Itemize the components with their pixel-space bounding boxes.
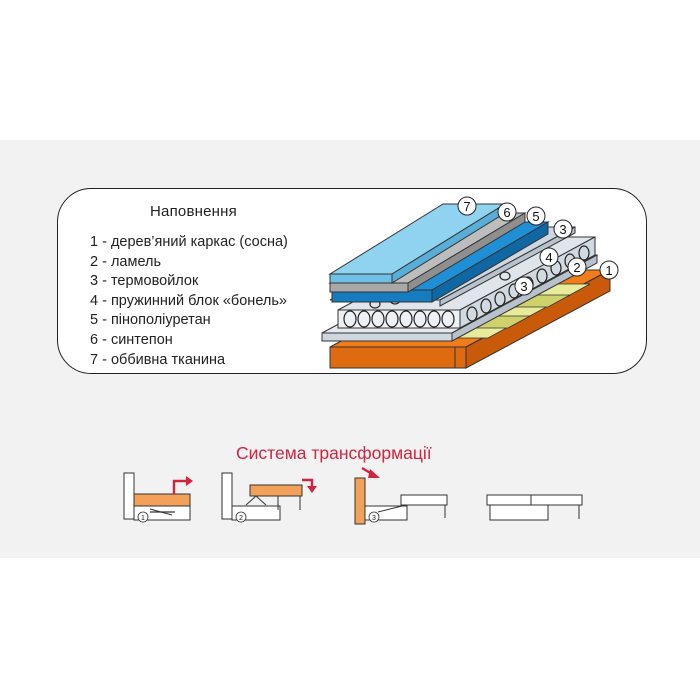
step-1-arrow xyxy=(172,476,193,494)
transformation-step-4 xyxy=(486,494,583,521)
svg-text:1: 1 xyxy=(141,515,145,522)
layer-callout-3-upper: 3 xyxy=(553,219,573,239)
svg-text:3: 3 xyxy=(520,279,527,294)
legend-item-4: 4 - пружинний блок «бонель» xyxy=(90,292,287,309)
layer-callout-5: 5 xyxy=(526,206,546,226)
svg-text:1: 1 xyxy=(605,263,612,278)
svg-text:6: 6 xyxy=(503,205,510,220)
transformation-step-1: 1 xyxy=(123,472,191,523)
layer-callout-2: 2 xyxy=(567,257,587,277)
legend-item-3: 3 - термовойлок xyxy=(90,273,199,290)
legend-item-1: 1 - дерев’яний каркас (сосна) xyxy=(90,234,288,250)
layer-callout-1: 1 xyxy=(599,260,619,280)
layer-callout-4: 4 xyxy=(539,247,559,267)
step-2-arrow xyxy=(302,478,317,493)
legend-item-5: 5 - пінополіуретан xyxy=(90,312,211,329)
svg-text:3: 3 xyxy=(559,222,566,237)
transformation-step-2: 2 xyxy=(221,472,303,523)
transformation-title: Система трансформації xyxy=(236,443,432,463)
legend-item-7: 7 - оббивна тканина xyxy=(90,351,226,368)
svg-text:4: 4 xyxy=(545,250,552,265)
transformation-step-3: 3 xyxy=(354,477,448,525)
svg-text:3: 3 xyxy=(372,515,376,522)
legend-list: 1 - дерев’яний каркас (сосна) 2 - ламель… xyxy=(90,233,288,370)
legend-title: Наповнення xyxy=(150,203,237,220)
step-3-arrow xyxy=(361,466,380,478)
layer-callout-6: 6 xyxy=(497,202,517,222)
legend-item-2: 2 - ламель xyxy=(90,253,162,270)
svg-text:2: 2 xyxy=(573,260,580,275)
svg-text:2: 2 xyxy=(239,515,243,522)
layer-callout-3-lower: 3 xyxy=(514,276,534,296)
layer-callout-7: 7 xyxy=(457,196,477,216)
legend-item-6: 6 - синтепон xyxy=(90,331,173,348)
svg-text:7: 7 xyxy=(463,199,470,214)
svg-text:5: 5 xyxy=(532,209,539,224)
